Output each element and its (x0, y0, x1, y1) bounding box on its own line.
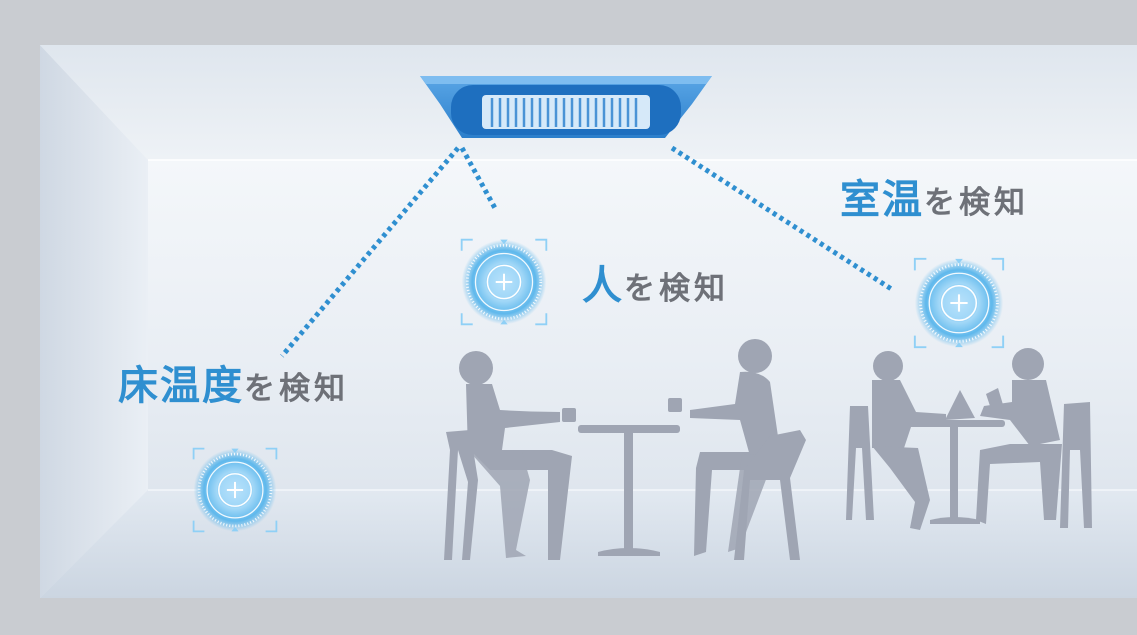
detection-lines (280, 145, 895, 358)
sensor-target-icon-room (913, 257, 1005, 349)
detection-line-person (459, 146, 499, 212)
label-room-key: 室温 (840, 177, 924, 223)
person-silhouette-icon (668, 339, 806, 560)
table-right (905, 390, 1005, 524)
detection-line-floor (280, 146, 460, 358)
table-center (578, 425, 680, 556)
sensor-target-icon-person (460, 238, 548, 326)
left-wall (40, 45, 148, 598)
label-floor-suffix: を検知 (244, 371, 349, 407)
label-person-detection: 人を検知 (582, 266, 729, 306)
floor (40, 490, 1137, 598)
person-silhouette-icon (846, 351, 946, 530)
person-silhouette-icon (444, 351, 576, 560)
label-floor-key: 床温度 (118, 363, 244, 409)
label-room-temperature: 室温を検知 (840, 180, 1029, 220)
label-floor-temperature: 床温度を検知 (118, 366, 349, 406)
ceiling-air-conditioner-icon (420, 76, 712, 138)
sensor-target-icon-floor (192, 447, 278, 533)
person-silhouette-icon (976, 348, 1092, 528)
detection-line-room (670, 145, 895, 293)
label-person-key: 人 (582, 263, 624, 309)
label-room-suffix: を検知 (924, 185, 1029, 221)
label-person-suffix: を検知 (624, 271, 729, 307)
